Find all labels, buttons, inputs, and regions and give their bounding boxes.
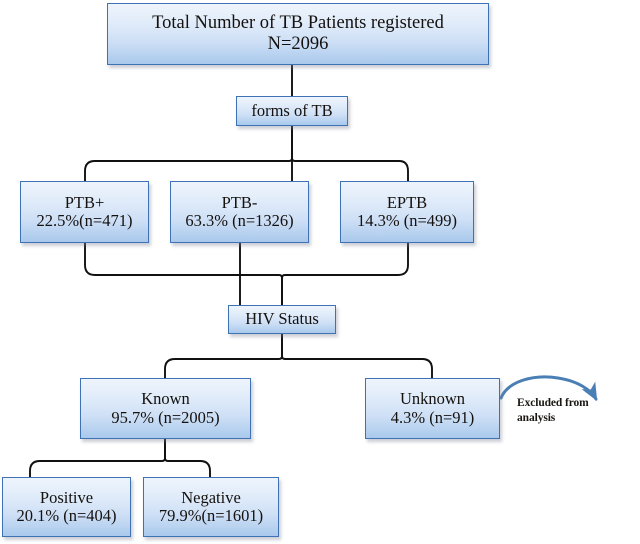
node-ptb-negative-line1: PTB- — [221, 192, 258, 212]
connector-hiv-to-unknown — [281, 334, 433, 378]
connector-known-to-positive — [29, 439, 166, 477]
node-ptb-positive-line2: 22.5%(n=471) — [36, 211, 133, 230]
node-hiv-known[interactable]: Known 95.7% (n=2005) — [80, 378, 251, 439]
node-ptb-positive-line1: PTB+ — [64, 192, 105, 212]
node-hiv-unknown-line2: 4.3% (n=91) — [390, 407, 475, 427]
node-eptb-line2: 14.3% (n=499) — [356, 211, 458, 230]
node-hiv-result-positive-line2: 20.1% (n=404) — [16, 506, 117, 525]
annotation-excluded-from-analysis: Excluded from analysis — [517, 396, 627, 425]
connector-forms-split — [84, 126, 293, 181]
node-hiv-known-line1: Known — [141, 389, 190, 409]
node-hiv-status[interactable]: HIV Status — [228, 305, 336, 334]
node-ptb-positive[interactable]: PTB+ 22.5%(n=471) — [20, 181, 149, 243]
connector-hiv-to-known — [164, 334, 283, 378]
node-eptb-line1: EPTB — [386, 192, 428, 212]
node-hiv-result-positive-line1: Positive — [39, 487, 94, 507]
connector-forms-to-eptb — [291, 157, 409, 181]
node-hiv-status-line1: HIV Status — [245, 309, 319, 329]
node-hiv-result-negative[interactable]: Negative 79.9%(n=1601) — [143, 477, 279, 537]
annotation-excluded-line2: analysis — [517, 411, 556, 424]
node-forms-line1: forms of TB — [251, 100, 333, 120]
node-hiv-known-line2: 95.7% (n=2005) — [111, 407, 220, 427]
node-hiv-unknown[interactable]: Unknown 4.3% (n=91) — [365, 378, 500, 439]
node-hiv-result-negative-line1: Negative — [181, 487, 241, 507]
connector-ptbpos-to-merge — [84, 243, 283, 305]
annotation-excluded-line1: Excluded from — [517, 397, 589, 409]
node-ptb-negative-line2: 63.3% (n=1326) — [185, 211, 294, 230]
node-total-line1: Total Number of TB Patients registered — [152, 13, 444, 34]
node-hiv-result-positive[interactable]: Positive 20.1% (n=404) — [2, 477, 131, 537]
node-forms-of-tb[interactable]: forms of TB — [236, 96, 348, 126]
node-total-registered[interactable]: Total Number of TB Patients registered N… — [107, 3, 489, 65]
node-hiv-result-negative-line2: 79.9%(n=1601) — [158, 506, 264, 525]
node-eptb[interactable]: EPTB 14.3% (n=499) — [340, 181, 474, 243]
node-hiv-unknown-line1: Unknown — [399, 389, 466, 409]
connector-known-to-negative — [164, 439, 211, 477]
connector-eptb-to-merge — [281, 243, 409, 305]
node-total-line2: N=2096 — [267, 34, 329, 54]
node-ptb-negative[interactable]: PTB- 63.3% (n=1326) — [170, 181, 309, 243]
